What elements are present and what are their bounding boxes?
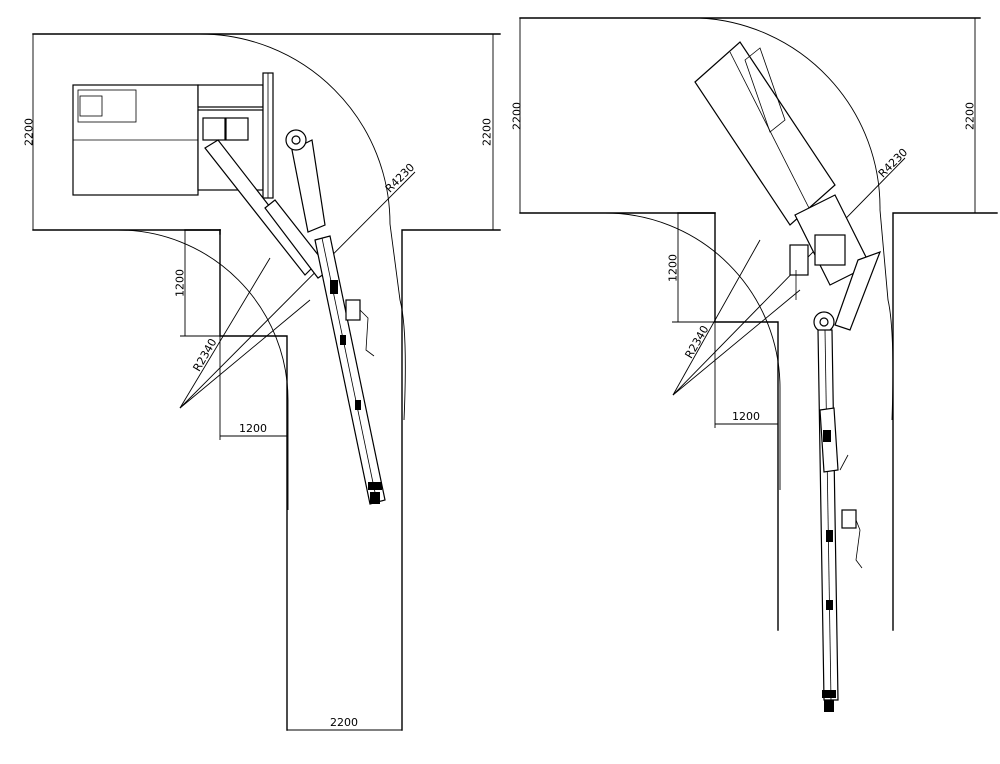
left-dim-top-left-2200: 2200 bbox=[23, 118, 36, 146]
right-view: 2200 2200 1200 1200 R4230 R2340 bbox=[511, 17, 998, 712]
left-inner-radius-label: R2340 bbox=[190, 336, 219, 373]
left-radius-leaders bbox=[179, 171, 416, 409]
left-dim-step-height-1200: 1200 bbox=[174, 269, 187, 297]
left-tunnel-walls bbox=[32, 33, 501, 731]
left-dimensions bbox=[32, 34, 494, 731]
left-view: 2200 2200 1200 1200 2200 R4230 R2340 bbox=[23, 33, 501, 731]
right-radius-leaders bbox=[672, 157, 906, 396]
right-dim-step-height-1200: 1200 bbox=[667, 254, 680, 282]
right-dim-step-width-1200: 1200 bbox=[732, 410, 760, 423]
left-dim-step-width-1200: 1200 bbox=[239, 422, 267, 435]
right-dimensions bbox=[519, 18, 976, 428]
left-dim-drift-width-2200: 2200 bbox=[330, 716, 358, 729]
left-turning-arcs bbox=[117, 33, 406, 510]
left-drill-rig bbox=[72, 72, 386, 505]
left-dim-top-right-2200: 2200 bbox=[481, 118, 494, 146]
left-outer-radius-label: R4230 bbox=[383, 161, 417, 195]
right-inner-radius-label: R2340 bbox=[682, 323, 711, 360]
right-dim-top-right-2200: 2200 bbox=[964, 102, 977, 130]
right-outer-radius-label: R4230 bbox=[876, 146, 910, 180]
right-dim-top-left-2200: 2200 bbox=[511, 102, 524, 130]
right-drill-rig bbox=[694, 41, 882, 712]
right-turning-arcs bbox=[604, 17, 894, 490]
